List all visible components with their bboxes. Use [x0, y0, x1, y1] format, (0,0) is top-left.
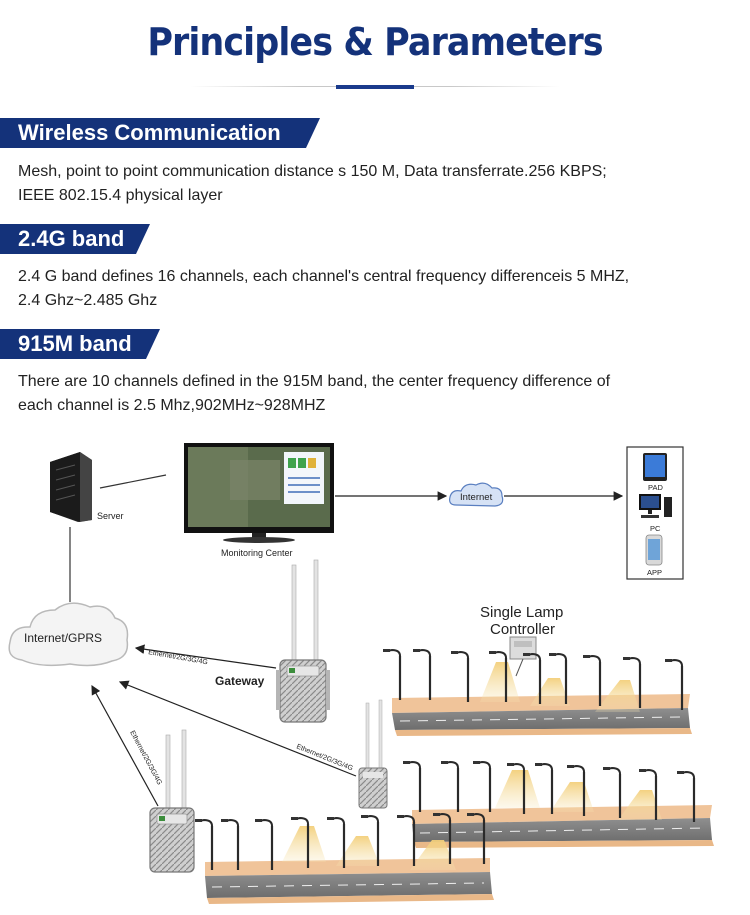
gateway-label: Gateway	[215, 674, 265, 688]
gateway-main-arrow	[134, 644, 277, 669]
text-line: each channel is 2.5 Mhz,902MHz~928MHZ	[18, 397, 326, 414]
internet-cloud-icon	[449, 482, 504, 507]
gateway-center-icon	[358, 699, 388, 809]
server-label: Server	[97, 511, 124, 521]
road-segment-1	[381, 647, 692, 736]
page-title: Principles & Parameters	[147, 20, 603, 64]
internet-label: Internet	[460, 492, 493, 503]
phone-icon	[645, 534, 663, 566]
single-lamp-controller-label-line1: Single Lamp	[480, 604, 563, 621]
section-heading-wireless: Wireless Communication	[0, 118, 320, 148]
device-label-app: APP	[647, 568, 662, 577]
gateway-center-arrow	[118, 680, 357, 777]
pc-icon	[639, 494, 672, 518]
road-segment-3	[193, 811, 494, 904]
server-icon	[50, 452, 92, 522]
monitor-icon	[184, 443, 334, 543]
monitoring-center-label: Monitoring Center	[221, 548, 293, 558]
internet-gprs-label: Internet/GPRS	[24, 631, 102, 645]
device-label-pc: PC	[650, 524, 661, 533]
tablet-icon	[643, 453, 667, 481]
single-lamp-controller-label-line2: Controller	[490, 621, 555, 638]
link-label-center: Ethernet/2G/3G/4G	[295, 743, 354, 772]
road-segment-2	[401, 759, 714, 848]
title-accent-bar	[336, 85, 414, 89]
section-text-2-4g: 2.4 G band defines 16 channels, each cha…	[18, 265, 733, 313]
single-lamp-controller-icon	[509, 636, 537, 677]
text-line: 2.4 Ghz~2.485 Ghz	[18, 292, 158, 309]
network-diagram: Server Monitoring Center Internet PAD	[8, 443, 714, 904]
internet-gprs-cloud-icon	[8, 602, 129, 667]
link-label-main: Ethernet/2G/3G/4G	[148, 649, 209, 666]
gateway-left-arrow	[91, 684, 159, 807]
text-line: There are 10 channels defined in the 915…	[18, 373, 611, 390]
text-line: 2.4 G band defines 16 channels, each cha…	[18, 268, 630, 285]
gateway-main-icon	[275, 559, 331, 723]
section-heading-2-4g: 2.4G band	[0, 224, 150, 254]
server-monitor-link	[99, 474, 167, 489]
section-text-915m: There are 10 channels defined in the 915…	[18, 370, 733, 418]
text-line: Mesh, point to point communication dista…	[18, 163, 607, 180]
link-label-left: Ethernet/2G/3G/4G	[128, 730, 162, 787]
text-line: IEEE 802.15.4 physical layer	[18, 187, 223, 204]
section-heading-915m: 915M band	[0, 329, 160, 359]
device-label-pad: PAD	[648, 483, 663, 492]
section-text-wireless: Mesh, point to point communication dista…	[18, 160, 733, 208]
gateway-left-icon	[149, 729, 195, 873]
